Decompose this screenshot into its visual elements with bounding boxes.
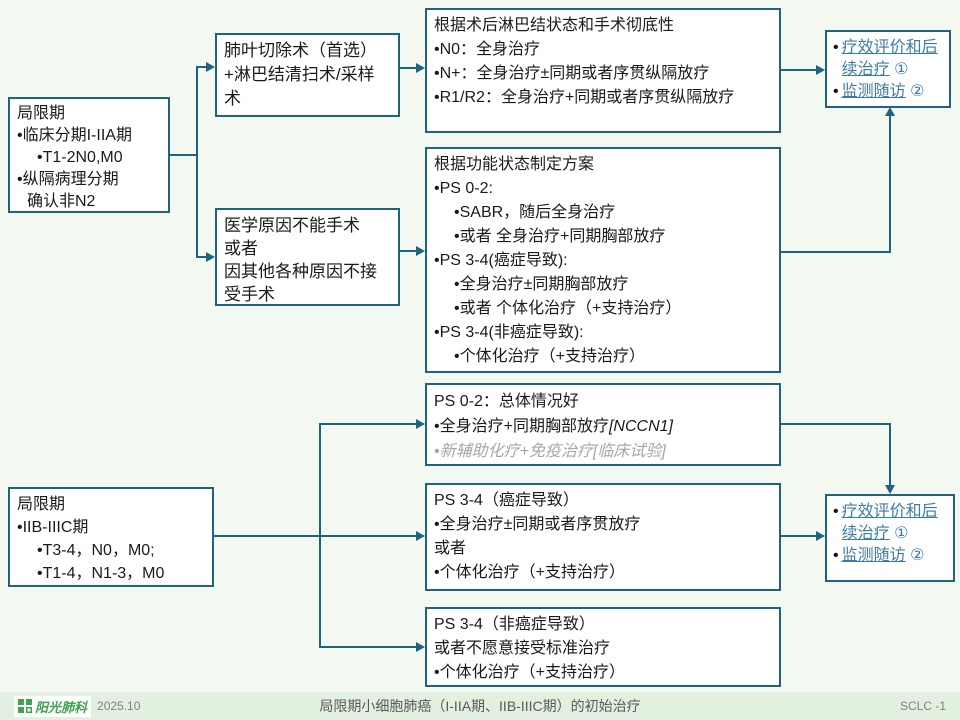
- box-line: •PS 3-4(癌症导致):: [434, 252, 568, 269]
- box-line: •N+：全身治疗±同期或者序贯纵隔放疗: [434, 65, 710, 82]
- box-stage-iib-iiic: 局限期 •IIB-IIIC期 •T3-4，N0，M0; •T1-4，N1-3，M…: [8, 487, 214, 587]
- box-line: 因其他各种原因不接受手术: [224, 262, 377, 304]
- connector-line: [400, 67, 417, 69]
- arrowhead-right: [416, 419, 425, 429]
- arrowhead-right: [416, 531, 425, 541]
- followup-item: • 疗效评价和后续治疗 ①: [833, 501, 949, 545]
- box-line: •PS 3-4(非癌症导致):: [434, 324, 584, 341]
- connector-line: [196, 66, 208, 68]
- arrowhead-right: [416, 63, 425, 73]
- arrowhead-up: [885, 107, 895, 116]
- footer: 阳光肺科 2025.10 局限期小细胞肺癌（I-IIA期、IIB-IIIC期）的…: [0, 692, 960, 720]
- bullet: •: [833, 503, 839, 520]
- box-line: •全身治疗±同期或者序贯放疗: [434, 516, 641, 533]
- link-surveillance[interactable]: 监测随访: [841, 83, 906, 100]
- connector-line: [889, 423, 891, 486]
- box-line: •T3-4，N0，M0;: [37, 542, 155, 559]
- box-line: •纵隔病理分期: [17, 171, 119, 188]
- box-line: 局限期: [17, 105, 66, 122]
- box-no-surgery: 医学原因不能手术 或者 因其他各种原因不接受手术: [215, 208, 400, 306]
- connector-line: [196, 256, 208, 258]
- arrowhead-down: [885, 485, 895, 494]
- box-line: •R1/R2：全身治疗+同期或者序贯纵隔放疗: [434, 89, 735, 106]
- box-line: •个体化治疗（+支持治疗）: [434, 664, 625, 681]
- followup-item: • 监测随访 ②: [833, 81, 945, 103]
- box-line: •个体化治疗（+支持治疗）: [454, 348, 645, 365]
- link-surveillance[interactable]: 监测随访: [841, 547, 906, 564]
- connector-line: [781, 423, 891, 425]
- reference-tag: [NCCN1]: [608, 418, 673, 435]
- box-line: •全身治疗±同期胸部放疗: [454, 276, 629, 293]
- box-post-op: 根据术后淋巴结状态和手术彻底性 •N0：全身治疗 •N+：全身治疗±同期或者序贯…: [425, 8, 781, 133]
- box-line: •T1-4，N1-3，M0: [37, 565, 165, 582]
- circled-number: ①: [894, 525, 909, 542]
- bullet: •: [833, 39, 839, 56]
- box-line: •或者 全身治疗+同期胸部放疗: [454, 228, 666, 245]
- box-title: 根据术后淋巴结状态和手术彻底性: [434, 17, 675, 34]
- logo-grid-icon: [18, 699, 32, 713]
- box-line: •N0：全身治疗: [434, 41, 541, 58]
- box-line: PS 3-4（癌症导致）: [434, 492, 579, 509]
- box-line: 或者不愿意接受标准治疗: [434, 640, 611, 657]
- circled-number: ②: [910, 547, 925, 564]
- box-line: 医学原因不能手术: [224, 216, 360, 235]
- box-line: •或者 个体化治疗（+支持治疗）: [454, 300, 682, 317]
- circled-number: ②: [910, 83, 925, 100]
- footer-title: 局限期小细胞肺癌（I-IIA期、IIB-IIIC期）的初始治疗: [319, 698, 641, 714]
- box-line: •临床分期I-IIA期: [17, 127, 132, 144]
- box-line-investigational: •新辅助化疗+免疫治疗[临床试验]: [434, 443, 666, 460]
- arrowhead-right: [816, 65, 825, 75]
- box-line: •全身治疗+同期胸部放疗[NCCN1]: [434, 418, 673, 435]
- box-line: 或者: [434, 540, 467, 557]
- arrowhead-right: [206, 252, 215, 262]
- footer-page-number: SCLC -1: [899, 699, 946, 713]
- box-ps-plan: 根据功能状态制定方案 •PS 0-2: •SABR，随后全身治疗 •或者 全身治…: [425, 147, 781, 373]
- connector-line: [781, 535, 817, 537]
- arrowhead-right: [816, 531, 825, 541]
- box-line: •T1-2N0,M0: [37, 149, 123, 166]
- arrowhead-right: [416, 642, 425, 652]
- bullet: •: [833, 547, 839, 564]
- box-ps34-noncancer: PS 3-4（非癌症导致） 或者不愿意接受标准治疗 •个体化治疗（+支持治疗）: [425, 607, 781, 687]
- connector-line: [319, 535, 417, 537]
- box-line: •PS 0-2:: [434, 180, 493, 197]
- logo: 阳光肺科: [14, 695, 92, 717]
- logo-text: 阳光肺科: [35, 699, 88, 715]
- connector-line: [781, 251, 891, 253]
- box-ps02-good: PS 0-2：总体情况好 •全身治疗+同期胸部放疗[NCCN1] •新辅助化疗+…: [425, 383, 781, 466]
- arrowhead-right: [416, 246, 425, 256]
- box-title: 根据功能状态制定方案: [434, 156, 595, 173]
- box-line: 确认非N2: [27, 193, 96, 210]
- connector-line: [213, 535, 320, 537]
- box-line: •SABR，随后全身治疗: [454, 204, 616, 221]
- connector-line: [196, 66, 198, 258]
- followup-item: • 监测随访 ②: [833, 545, 949, 567]
- box-line: PS 0-2：总体情况好: [434, 393, 579, 410]
- box-line: 局限期: [17, 496, 66, 513]
- connector-line: [889, 114, 891, 253]
- box-ps34-cancer: PS 3-4（癌症导致） •全身治疗±同期或者序贯放疗 或者 •个体化治疗（+支…: [425, 483, 781, 591]
- link-response-evaluation[interactable]: 疗效评价和后续治疗: [841, 39, 938, 78]
- box-line: •个体化治疗（+支持治疗）: [434, 564, 625, 581]
- footer-date: 2025.10: [97, 699, 141, 713]
- bullet: •: [833, 83, 839, 100]
- connector-line: [319, 646, 417, 648]
- box-surgery: 肺叶切除术（首选）+淋巴结清扫术/采样术: [215, 33, 400, 117]
- arrowhead-right: [206, 62, 215, 72]
- box-followup-top: • 疗效评价和后续治疗 ① • 监测随访 ②: [825, 30, 951, 108]
- box-followup-bottom: • 疗效评价和后续治疗 ① • 监测随访 ②: [825, 494, 955, 582]
- box-line: •IIB-IIIC期: [17, 519, 89, 536]
- box-line: PS 3-4（非癌症导致）: [434, 616, 595, 633]
- box-line: 或者: [224, 239, 258, 258]
- box-stage-i-iia: 局限期 •临床分期I-IIA期 •T1-2N0,M0 •纵隔病理分期 确认非N2: [8, 97, 170, 213]
- circled-number: ①: [894, 61, 909, 78]
- footer-branding: 阳光肺科 2025.10: [14, 695, 141, 717]
- box-line: 肺叶切除术（首选）+淋巴结清扫术/采样术: [224, 41, 377, 108]
- link-response-evaluation[interactable]: 疗效评价和后续治疗: [841, 503, 938, 542]
- connector-line: [781, 69, 817, 71]
- connector-line: [400, 250, 417, 252]
- connector-line: [170, 154, 197, 156]
- followup-item: • 疗效评价和后续治疗 ①: [833, 37, 945, 81]
- connector-line: [319, 423, 417, 425]
